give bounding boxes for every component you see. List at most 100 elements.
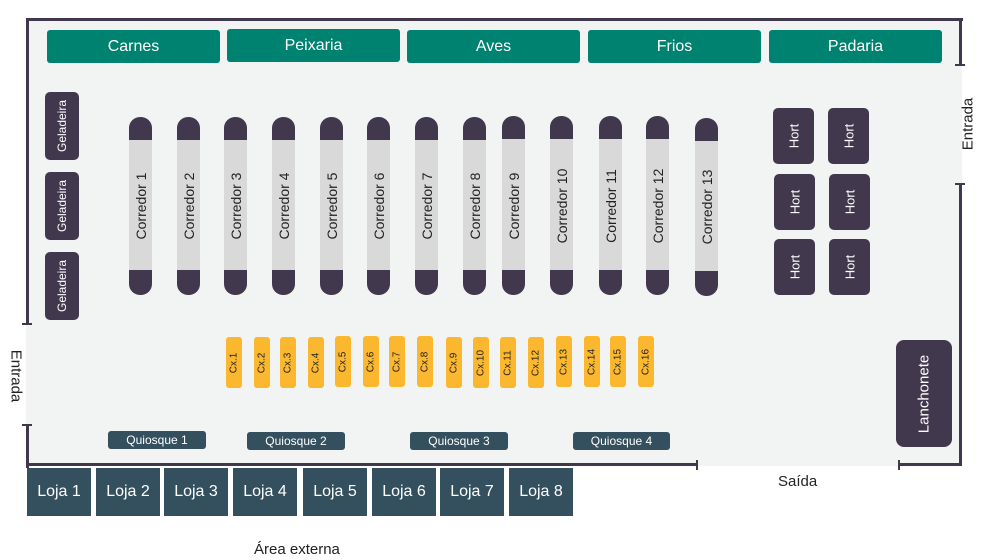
checkout-7: Cx.7 (389, 336, 405, 387)
checkout-8: Cx.8 (417, 336, 433, 387)
aisle-11: Corredor 11 (599, 116, 622, 295)
aisle-label: Corredor 9 (505, 172, 522, 239)
kiosk-label: Quiosque 2 (265, 434, 327, 448)
checkout-label: Cx.5 (337, 351, 349, 372)
shop-8: Loja 8 (509, 468, 573, 516)
snack-bar: Lanchonete (896, 340, 952, 447)
checkout-label: Cx.14 (586, 348, 598, 375)
aisle-label: Corredor 7 (418, 172, 435, 240)
checkout-5: Cx.5 (335, 336, 351, 387)
aisle-9: Corredor 9 (502, 116, 525, 295)
wall-left-upper (26, 18, 29, 325)
kiosk-3: Quiosque 3 (410, 432, 508, 450)
section-peixaria: Peixaria (227, 29, 400, 62)
kiosk-label: Quiosque 3 (428, 434, 490, 448)
fridge-3: Geladeira (45, 252, 79, 320)
wall-bottom-right (898, 463, 962, 466)
aisle-8: Corredor 8 (463, 117, 486, 295)
shop-1: Loja 1 (27, 468, 91, 516)
checkout-15: Cx.15 (610, 336, 626, 387)
aisle-label: Corredor 13 (698, 169, 715, 245)
wall-bottom-left (26, 463, 698, 466)
aisle-10: Corredor 10 (550, 116, 573, 295)
shop-label: Loja 7 (450, 483, 494, 500)
door-tick-right-lower (955, 183, 965, 185)
door-tick-left-upper (22, 323, 32, 325)
kiosk-label: Quiosque 4 (590, 434, 653, 448)
checkout-9: Cx.9 (446, 337, 462, 388)
checkout-label: Cx.16 (640, 348, 652, 375)
shop-label: Loja 5 (313, 483, 357, 500)
aisle-label: Corredor 5 (323, 172, 340, 240)
aisle-label: Corredor 12 (649, 168, 666, 243)
hort-label: Hort (842, 189, 857, 215)
aisle-2: Corredor 2 (177, 117, 200, 295)
entrance-right-label: Entrada (959, 97, 977, 151)
shop-6: Loja 6 (372, 468, 436, 516)
exit-label: Saída (778, 473, 818, 490)
hort-4: Hort (829, 174, 870, 230)
aisle-label: Corredor 6 (370, 172, 387, 240)
checkout-label: Cx.15 (612, 348, 624, 375)
aisle-13: Corredor 13 (695, 118, 718, 296)
shop-label: Loja 6 (382, 483, 426, 500)
checkout-label: Cx.6 (365, 351, 377, 372)
hort-2: Hort (828, 108, 869, 164)
fridge-label: Geladeira (55, 259, 69, 313)
checkout-label: Cx.10 (475, 349, 487, 376)
wall-right-lower (959, 183, 962, 466)
checkout-6: Cx.6 (363, 336, 379, 387)
kiosk-1: Quiosque 1 (108, 431, 206, 449)
checkout-label: Cx.11 (502, 349, 514, 376)
shop-label: Loja 2 (106, 483, 150, 500)
aisle-5: Corredor 5 (320, 117, 343, 295)
hort-3: Hort (774, 174, 815, 230)
door-tick-left-lower (22, 424, 32, 426)
checkout-1: Cx.1 (226, 337, 242, 388)
section-padaria: Padaria (769, 30, 942, 63)
section-label: Frios (656, 37, 693, 55)
hort-label: Hort (842, 254, 857, 280)
checkout-label: Cx.1 (228, 352, 240, 373)
wall-right-upper (959, 18, 962, 64)
checkout-label: Cx.7 (391, 351, 403, 372)
checkout-2: Cx.2 (254, 337, 270, 388)
aisle-12: Corredor 12 (646, 116, 669, 295)
aisle-3: Corredor 3 (224, 117, 247, 295)
kiosk-4: Quiosque 4 (573, 432, 670, 450)
hort-label: Hort (786, 123, 801, 149)
fridge-label: Geladeira (55, 99, 69, 153)
aisle-6: Corredor 6 (367, 117, 390, 295)
checkout-4: Cx.4 (308, 337, 324, 388)
checkout-label: Cx.3 (282, 352, 294, 373)
checkout-16: Cx.16 (638, 336, 654, 387)
section-frios: Frios (588, 30, 761, 63)
checkout-12: Cx.12 (528, 337, 544, 388)
aisle-label: Corredor 1 (132, 172, 149, 240)
hort-label: Hort (841, 123, 856, 149)
wall-top (26, 18, 963, 21)
checkout-label: Cx.12 (530, 349, 542, 376)
snack-bar-label: Lanchonete (915, 354, 933, 433)
shop-label: Loja 8 (519, 483, 563, 500)
aisle-label: Corredor 3 (227, 172, 244, 240)
checkout-13: Cx.13 (556, 336, 572, 387)
checkout-11: Cx.11 (500, 337, 516, 388)
aisle-label: Corredor 2 (180, 172, 197, 240)
aisle-label: Corredor 4 (275, 172, 292, 240)
hort-label: Hort (787, 254, 802, 280)
aisle-label: Corredor 10 (553, 168, 570, 243)
store-floor (26, 18, 962, 466)
kiosk-label: Quiosque 1 (126, 433, 188, 447)
fridge-label: Geladeira (55, 179, 69, 233)
hort-5: Hort (774, 239, 815, 295)
aisle-label: Corredor 11 (602, 168, 619, 243)
section-label: Peixaria (284, 36, 343, 54)
door-tick-right-upper (955, 64, 965, 66)
section-carnes: Carnes (47, 30, 220, 63)
hort-1: Hort (773, 108, 814, 164)
shop-7: Loja 7 (440, 468, 504, 516)
checkout-label: Cx.9 (448, 352, 460, 373)
section-label: Padaria (827, 37, 884, 55)
shop-4: Loja 4 (233, 468, 297, 516)
